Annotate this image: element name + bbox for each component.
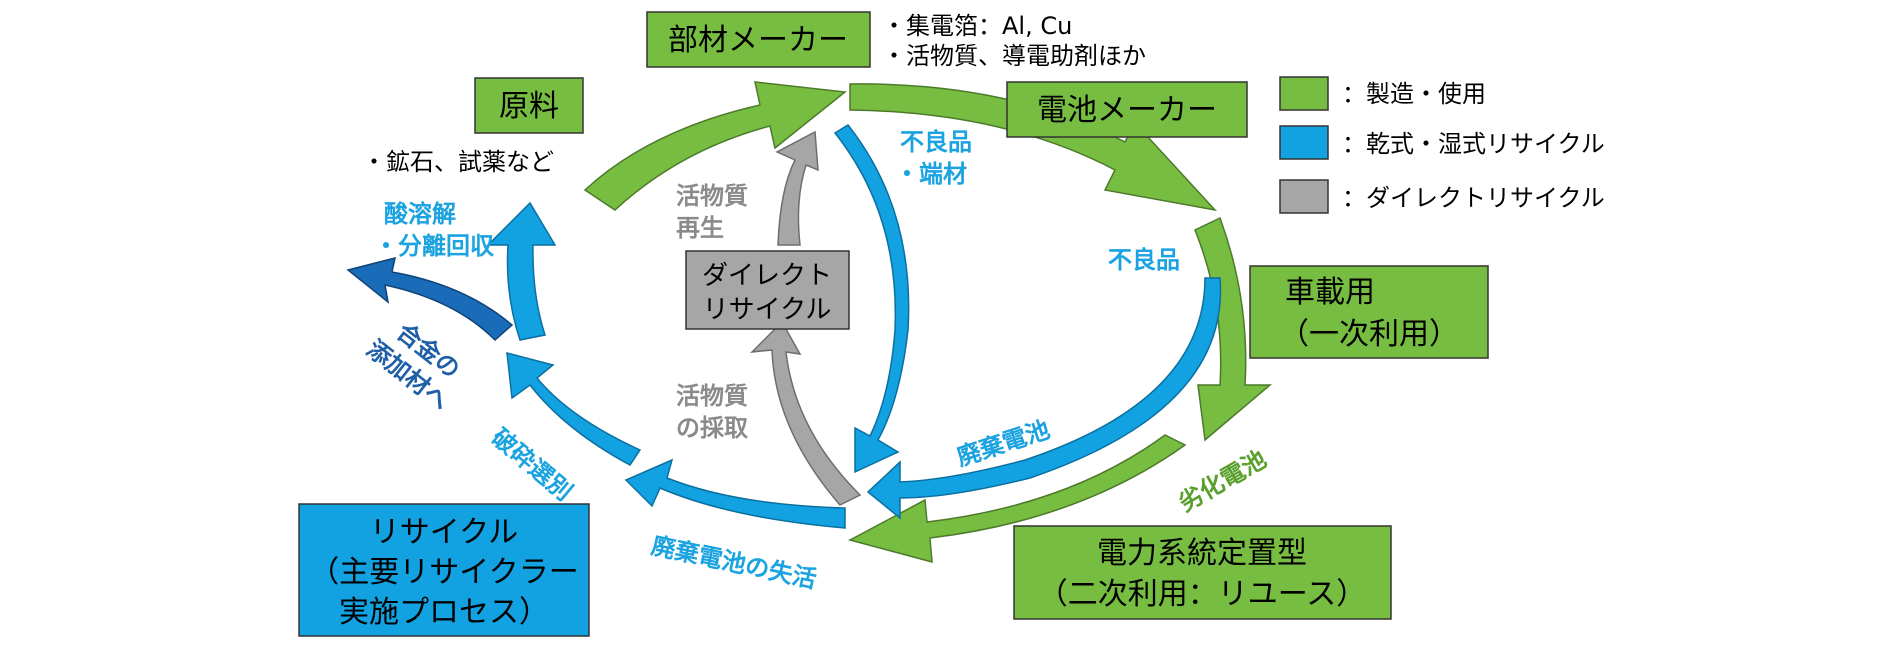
recycle-label-2: （主要リサイクラー	[309, 555, 578, 590]
arrow-battery-to-automotive	[1194, 216, 1273, 442]
parts-maker-box	[646, 11, 871, 68]
defect-top-label-1: 不良品	[900, 128, 972, 156]
regen-label-2: 再生	[676, 214, 724, 242]
stationary-box	[1013, 525, 1392, 620]
stationary-label-2: （二次利用：リユース）	[1038, 577, 1367, 612]
arrow-automotive-defect	[866, 277, 1222, 520]
raw-note: ・鉱石、試薬など	[362, 148, 554, 176]
acid-label-1: 酸溶解	[384, 200, 456, 228]
raw-material-label: 原料	[499, 89, 559, 124]
arrow-stationary-to-recycle	[624, 458, 846, 529]
legend-label-blue: ：乾式・湿式リサイクル	[1342, 130, 1605, 158]
arrow-to-alloy	[346, 256, 514, 342]
recycle-box	[298, 503, 590, 637]
arrow-parts-to-battery	[849, 83, 1218, 212]
recycle-label-3: 実施プロセス）	[339, 595, 549, 630]
arrow-parts-defect-down	[833, 124, 910, 474]
battery-maker-box	[1006, 81, 1248, 138]
regen-label-1: 活物質	[676, 182, 748, 210]
parts-maker-label: 部材メーカー	[668, 23, 848, 58]
crush-label: 破砕選別	[486, 423, 578, 506]
arrow-raw-to-parts	[583, 81, 847, 211]
parts-note-2: ・活物質、導電助剤ほか	[882, 42, 1146, 70]
legend-label-gray: ：ダイレクトリサイクル	[1342, 184, 1605, 212]
recycle-label-1: リサイクル	[370, 515, 519, 550]
arrow-automotive-to-stationary	[847, 434, 1187, 564]
legend-label-green: ：製造・使用	[1342, 80, 1486, 108]
automotive-box	[1249, 265, 1489, 359]
parts-note-1: ・集電箔：Al, Cu	[882, 12, 1072, 40]
direct-recycle-label-1: ダイレクト	[702, 261, 832, 291]
legend: ：製造・使用 ：乾式・湿式リサイクル ：ダイレクトリサイクル	[1279, 76, 1605, 214]
legend-swatch-gray	[1279, 179, 1329, 214]
automotive-label-2: （一次利用）	[1279, 317, 1459, 352]
defect-right-label: 不良品	[1108, 246, 1180, 274]
direct-recycle-label-2: リサイクル	[703, 295, 832, 325]
arrow-direct-collect	[749, 320, 862, 506]
arrow-deactivate-to-crush	[506, 351, 642, 466]
degraded-label: 劣化電池	[1174, 445, 1271, 517]
direct-recycle-box	[685, 250, 850, 330]
collect-label-1: 活物質	[676, 382, 748, 410]
acid-label-2: ・分離回収	[374, 232, 495, 260]
defect-top-label-2: ・端材	[895, 160, 967, 188]
arrow-crush-to-acid	[486, 201, 557, 341]
collect-label-2: の採取	[676, 414, 748, 442]
battery-maker-label: 電池メーカー	[1037, 93, 1217, 128]
legend-swatch-green	[1279, 76, 1329, 111]
arrow-direct-regen	[775, 130, 819, 246]
automotive-label-1: 車載用	[1285, 275, 1375, 310]
deactivate-label: 廃棄電池の失活	[649, 531, 819, 593]
stationary-label-1: 電力系統定置型	[1097, 536, 1307, 571]
legend-swatch-blue	[1279, 125, 1329, 160]
raw-material-box	[474, 77, 584, 134]
